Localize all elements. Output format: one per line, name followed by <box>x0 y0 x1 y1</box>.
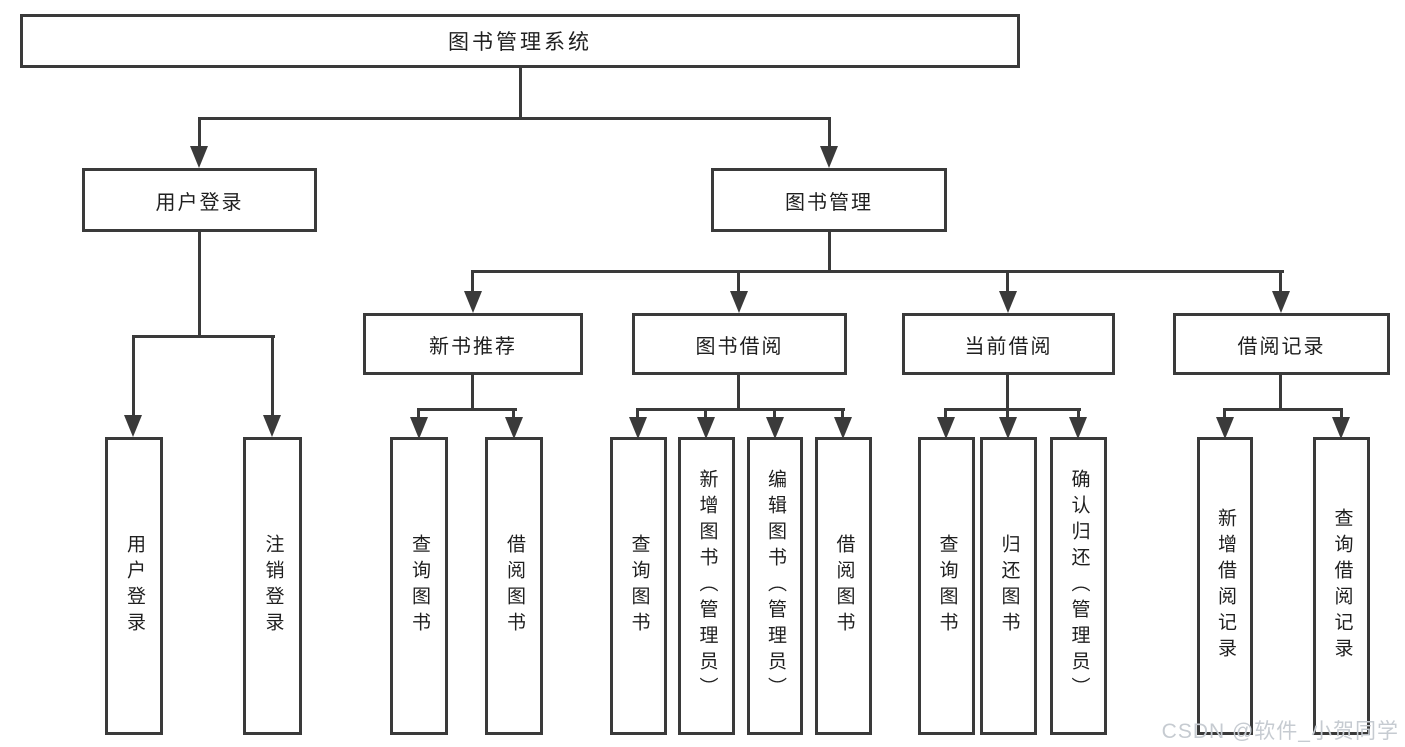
node-user-login: 用户登录 <box>82 168 317 232</box>
node-label: 借阅记录 <box>1237 335 1326 358</box>
leaf-nb-query-books: 查询图书 <box>390 437 448 735</box>
connector-drop-bb-add <box>704 408 707 419</box>
node-label: 编辑图书（管理员） <box>765 469 786 703</box>
connector-drop-book-management <box>828 117 831 147</box>
leaf-cb-confirm-return-admin: 确认归还（管理员） <box>1050 437 1107 735</box>
leaf-bb-add-books-admin: 新增图书（管理员） <box>678 437 735 735</box>
arrowhead-cb-confirm <box>1069 417 1087 439</box>
arrowhead-bb-edit <box>766 417 784 439</box>
leaf-cb-return-books: 归还图书 <box>980 437 1037 735</box>
node-book-borrowing: 图书借阅 <box>632 313 847 375</box>
leaf-user-login: 用户登录 <box>105 437 163 735</box>
leaf-br-query-borrow-record: 查询借阅记录 <box>1313 437 1370 735</box>
leaf-bb-edit-books-admin: 编辑图书（管理员） <box>747 437 803 735</box>
connector-book-borrow-stem <box>737 375 740 411</box>
connector-new-book-rec-stem <box>471 375 474 411</box>
connector-drop-bb-query <box>636 408 639 419</box>
node-label: 查询图书 <box>936 534 958 638</box>
connector-drop-new-book-rec <box>471 270 474 293</box>
connector-drop-current-borrow <box>1006 270 1009 293</box>
connector-drop-logout-leaf <box>271 335 274 417</box>
connector-drop-br-add <box>1223 408 1226 419</box>
arrowhead-login-leaf <box>124 415 142 437</box>
connector-drop-bb-borrow <box>841 408 844 419</box>
connector-drop-nb-borrow <box>512 408 515 419</box>
arrowhead-bb-borrow <box>834 417 852 439</box>
node-current-borrowing: 当前借阅 <box>902 313 1115 375</box>
leaf-cb-query-books: 查询图书 <box>918 437 975 735</box>
connector-book-management-split <box>471 270 1284 273</box>
node-label: 新书推荐 <box>429 335 517 358</box>
node-new-book-recommendation: 新书推荐 <box>363 313 583 375</box>
node-label: 用户登录 <box>124 534 145 638</box>
arrowhead-book-borrow <box>730 291 748 313</box>
arrowhead-logout-leaf <box>263 415 281 437</box>
connector-user-login-stem <box>198 232 201 338</box>
connector-root-split <box>198 117 831 120</box>
node-label: 归还图书 <box>998 534 1020 638</box>
leaf-br-add-borrow-record: 新增借阅记录 <box>1197 437 1253 735</box>
arrowhead-nb-borrow <box>505 417 523 439</box>
node-label: 新增图书（管理员） <box>696 469 718 703</box>
node-label: 图书管理 <box>785 191 873 214</box>
leaf-bb-query-books: 查询图书 <box>610 437 667 735</box>
connector-drop-br-query <box>1340 408 1343 419</box>
arrowhead-current-borrow <box>999 291 1017 313</box>
arrowhead-cb-return <box>999 417 1017 439</box>
arrowhead-nb-query <box>410 417 428 439</box>
connector-current-borrow-split <box>944 408 1081 411</box>
connector-user-login-split <box>132 335 275 338</box>
node-book-management: 图书管理 <box>711 168 947 232</box>
connector-book-management-stem <box>828 232 831 273</box>
connector-current-borrow-stem <box>1006 375 1009 411</box>
leaf-logout: 注销登录 <box>243 437 302 735</box>
connector-root-stem <box>519 68 522 117</box>
arrowhead-new-book-rec <box>464 291 482 313</box>
arrowhead-cb-query <box>937 417 955 439</box>
connector-drop-cb-query <box>944 408 947 419</box>
node-label: 查询借阅记录 <box>1331 508 1353 664</box>
connector-borrow-records-split <box>1223 408 1343 411</box>
connector-drop-user-login <box>198 117 201 147</box>
node-label: 注销登录 <box>262 534 284 638</box>
connector-drop-cb-confirm <box>1077 408 1080 419</box>
connector-drop-login-leaf <box>132 335 135 417</box>
node-label: 确认归还（管理员） <box>1068 469 1090 703</box>
connector-drop-nb-query <box>417 408 420 419</box>
node-label: 查询图书 <box>409 534 430 638</box>
node-label: 图书管理系统 <box>448 31 592 54</box>
node-label: 查询图书 <box>628 534 650 638</box>
connector-new-book-rec-split <box>417 408 517 411</box>
leaf-nb-borrow-books: 借阅图书 <box>485 437 543 735</box>
connector-drop-cb-return <box>1006 408 1009 419</box>
arrowhead-borrow-records <box>1272 291 1290 313</box>
node-label: 用户登录 <box>155 191 244 214</box>
csdn-watermark: CSDN @软件_小贺同学 <box>1161 720 1399 743</box>
node-label: 新增借阅记录 <box>1215 508 1236 664</box>
connector-drop-bb-edit <box>773 408 776 419</box>
node-label: 图书借阅 <box>695 335 784 358</box>
node-label: 借阅图书 <box>504 534 525 638</box>
arrowhead-br-query <box>1332 417 1350 439</box>
arrowhead-bb-query <box>629 417 647 439</box>
connector-drop-book-borrow <box>737 270 740 293</box>
arrowhead-bb-add <box>697 417 715 439</box>
node-label: 当前借阅 <box>964 335 1053 358</box>
connector-borrow-records-stem <box>1279 375 1282 411</box>
connector-book-borrow-split <box>636 408 845 411</box>
node-borrowing-records: 借阅记录 <box>1173 313 1390 375</box>
arrowhead-user-login <box>190 146 208 168</box>
leaf-bb-borrow-books: 借阅图书 <box>815 437 872 735</box>
connector-drop-borrow-records <box>1279 270 1282 293</box>
arrowhead-book-management <box>820 146 838 168</box>
node-label: 借阅图书 <box>833 534 855 638</box>
node-library-management-system: 图书管理系统 <box>20 14 1020 68</box>
arrowhead-br-add <box>1216 417 1234 439</box>
